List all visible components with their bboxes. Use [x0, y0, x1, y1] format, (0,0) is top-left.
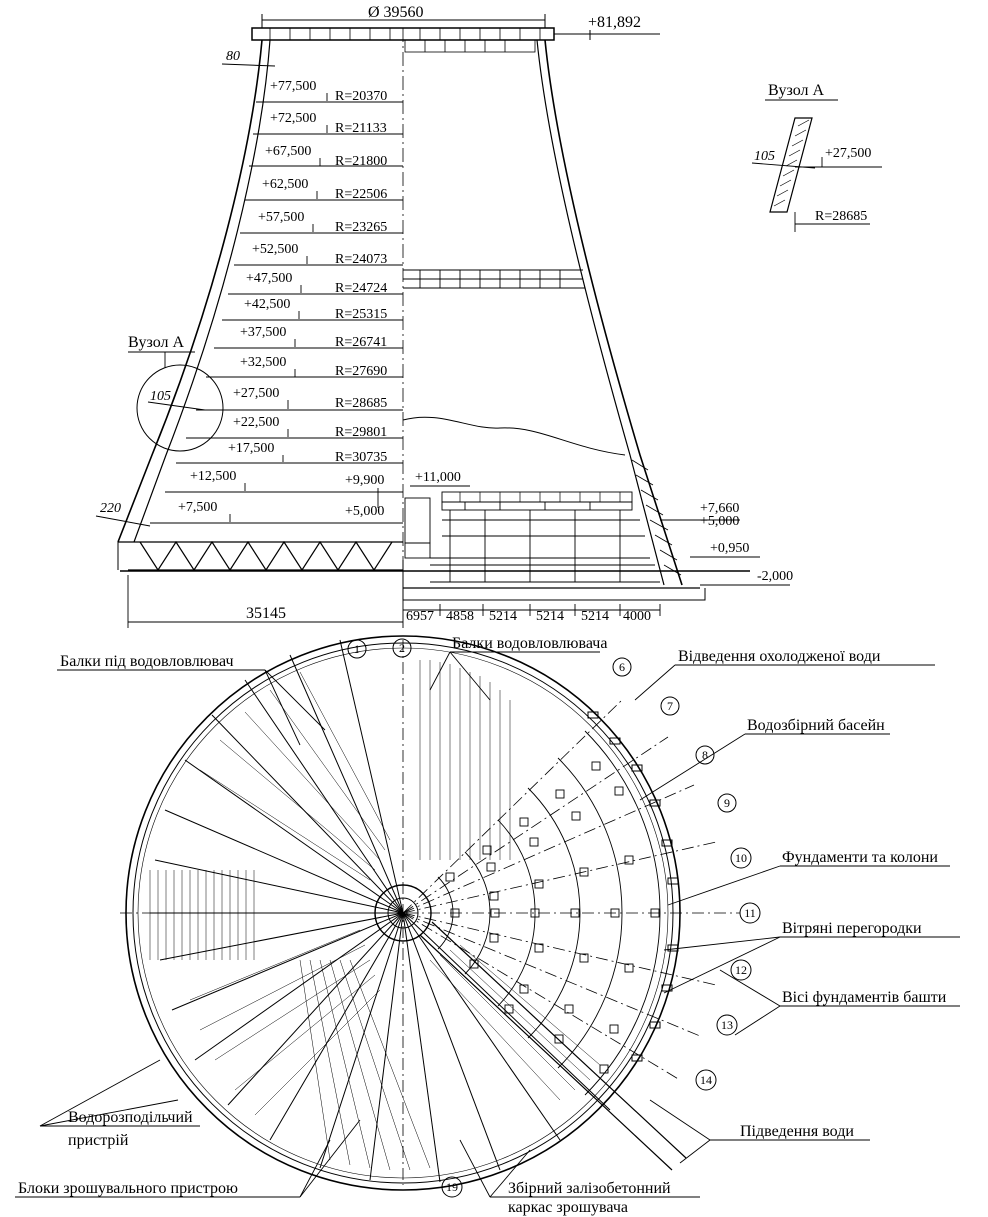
level-radius: R=23265 [335, 220, 387, 235]
axis-number: 1 [354, 642, 360, 656]
axis-number: 9 [724, 796, 730, 810]
foundations-columns [445, 761, 660, 1074]
level-radius: R=30735 [335, 450, 387, 465]
axis-numbers: 1 2 6 7 8 9 10 11 12 13 14 19 [347, 638, 761, 1198]
level-radius: R=24073 [335, 252, 387, 267]
level-radius: R=28685 [335, 396, 387, 411]
callout-beams: Балки водовловлювача [452, 635, 607, 652]
dim-left: 35145 [246, 605, 286, 622]
dim: 4000 [623, 609, 651, 624]
detail-mark: +27,500 [825, 146, 871, 161]
right-mark: -2,000 [757, 569, 793, 584]
callout-cooled-water: Відведення охолодженої води [678, 648, 881, 665]
dim: 5214 [536, 609, 564, 624]
callout-distributor-2: пристрій [68, 1132, 129, 1149]
right-mark: +7,660 [700, 501, 739, 516]
water-supply-pipe [419, 921, 687, 1171]
callout-frame-2: каркас зрошувача [508, 1199, 628, 1216]
distributor-beams [150, 639, 611, 1183]
level-mark: +12,500 [190, 469, 236, 484]
level-radius: R=21800 [335, 154, 387, 169]
axis-number: 19 [446, 1180, 458, 1194]
callout-basin: Водозбірний басейн [747, 717, 885, 734]
dim: 6957 [406, 609, 434, 624]
detail-radius: R=28685 [815, 209, 867, 224]
callout-water-supply: Підведення води [740, 1123, 854, 1140]
level-mark: +67,500 [265, 144, 311, 159]
callout-frame: Збірний залізобетонний [508, 1180, 671, 1197]
level-radius: R=20370 [335, 89, 387, 104]
tower-elevation: Ø 39560 +81,892 [95, 4, 793, 628]
inner-mark: +9,900 [345, 473, 384, 488]
level-radius: R=26741 [335, 335, 387, 350]
level-mark: +27,500 [233, 386, 279, 401]
detail-wall-section [769, 117, 813, 213]
tower-plan: 1 2 6 7 8 9 10 11 12 13 14 19 [15, 635, 960, 1216]
plan-center-hub [374, 884, 432, 942]
level-mark: +42,500 [244, 297, 290, 312]
level-mark: +57,500 [258, 210, 304, 225]
inner-mark: +11,000 [415, 470, 461, 485]
base-truss [118, 540, 403, 572]
callout-spray-blocks: Блоки зрошувального пристрою [18, 1180, 238, 1197]
callout-beams-under: Балки під водовловлювач [60, 653, 233, 670]
axis-number: 7 [667, 699, 673, 713]
right-mark: +5,000 [700, 514, 739, 529]
axis-number: 2 [399, 641, 405, 655]
detail-thickness: 105 [754, 149, 775, 164]
level-mark: +62,500 [262, 177, 308, 192]
shell-left-inner [133, 39, 271, 543]
level-mark: +7,500 [178, 500, 217, 515]
level-radius: R=22506 [335, 187, 387, 202]
dim: 5214 [581, 609, 609, 624]
level-mark: +72,500 [270, 111, 316, 126]
level-marks: +77,500 R=20370 +72,500 R=21133 +67,500 … [178, 79, 387, 515]
level-radius: R=24724 [335, 281, 387, 296]
level-radius: R=25315 [335, 307, 387, 322]
top-mark: +81,892 [588, 14, 641, 31]
callout-distributor: Водорозподільчий [68, 1109, 193, 1126]
shell-top-thickness: 80 [226, 49, 240, 64]
callout-wind: Вітряні перегородки [782, 920, 922, 937]
axis-number: 11 [744, 906, 756, 920]
axis-number: 12 [735, 963, 747, 977]
dim: 5214 [489, 609, 517, 624]
level-radius: R=21133 [335, 121, 387, 136]
dim: 4858 [446, 609, 474, 624]
callout-foundations: Фундаменти та колони [782, 849, 938, 866]
node-a-label: Вузол А [128, 334, 184, 351]
shell-bottom-thickness: 220 [100, 501, 121, 516]
shell-right [544, 39, 683, 586]
axis-number: 6 [619, 660, 625, 674]
node-a-circle [136, 364, 224, 452]
level-radius: R=29801 [335, 425, 387, 440]
axis-number: 13 [721, 1018, 733, 1032]
top-diameter: Ø 39560 [368, 4, 424, 21]
level-mark: +37,500 [240, 325, 286, 340]
axis-number: 8 [702, 748, 708, 762]
level-mark: +47,500 [246, 271, 292, 286]
level-mark: +32,500 [240, 355, 286, 370]
level-mark: +17,500 [228, 441, 274, 456]
shell-left-outer [117, 39, 263, 543]
inner-mark: +5,000 [345, 504, 384, 519]
node-a-thickness: 105 [150, 389, 171, 404]
right-mark: +0,950 [710, 541, 749, 556]
axis-number: 14 [700, 1073, 712, 1087]
water-catcher-structure [404, 491, 660, 583]
level-mark: +22,500 [233, 415, 279, 430]
level-mark: +77,500 [270, 79, 316, 94]
level-mark: +52,500 [252, 242, 298, 257]
callout-axes: Вісі фундаментів башти [782, 989, 947, 1006]
node-a-detail: Вузол А 105 +27,500 R=28685 [751, 82, 882, 232]
wind-partitions [587, 711, 679, 1062]
axis-number: 10 [735, 851, 747, 865]
level-radius: R=27690 [335, 364, 387, 379]
detail-title: Вузол А [768, 82, 824, 99]
